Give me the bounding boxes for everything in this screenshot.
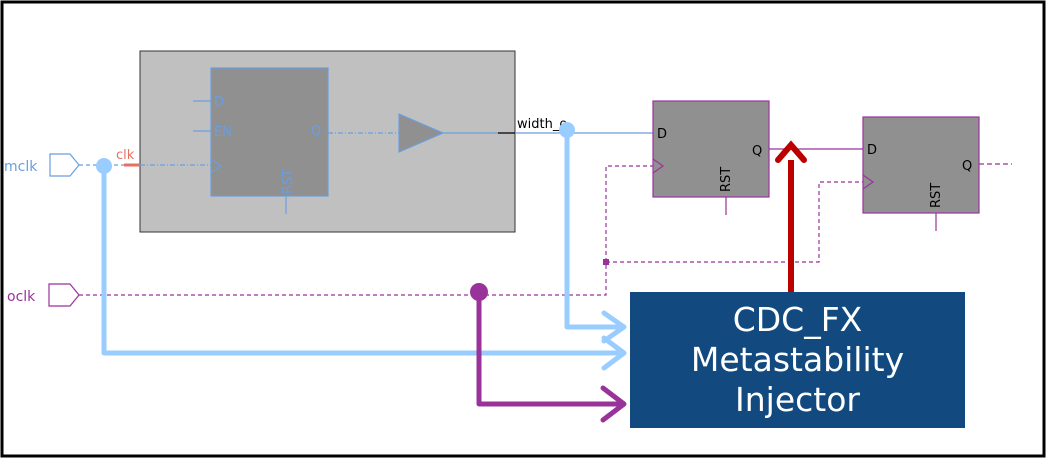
sync-ff1[interactable]	[652, 100, 770, 198]
source-pin-en: EN	[214, 125, 232, 140]
metastability-injector-block[interactable]: CDC_FX Metastability Injector	[630, 292, 965, 428]
ff2-pin-d: D	[867, 143, 877, 158]
injector-line-3: Injector	[735, 380, 860, 419]
width-o-label: width_o	[517, 117, 567, 132]
oclk-port-label: oclk	[7, 289, 36, 305]
ff2-pin-rst: RST	[929, 183, 944, 208]
oclk-to-ff2-wire	[606, 181, 863, 263]
oclk-port-icon[interactable]	[48, 283, 80, 307]
oclk-tap-line	[476, 292, 622, 407]
width-tap-line	[564, 130, 622, 330]
oclk-tap-arrow-icon	[600, 385, 627, 423]
sync-ff2[interactable]	[862, 116, 980, 214]
buffer-icon[interactable]	[398, 113, 445, 153]
oclk-to-ff1-wire	[79, 165, 653, 296]
mclk-tap-arrow-icon	[601, 335, 627, 371]
source-pin-q: Q	[311, 124, 321, 139]
ff1-pin-q: Q	[752, 144, 762, 159]
ff1-clock-pin-icon	[652, 158, 665, 174]
source-register[interactable]	[210, 67, 329, 197]
clk-label: clk	[116, 148, 135, 163]
mclk-tap-line	[101, 166, 622, 356]
mclk-port-icon[interactable]	[49, 153, 80, 177]
injector-line-1: CDC_FX	[732, 300, 863, 339]
mclk-port-label: mclk	[4, 159, 38, 175]
width-tap-arrow-icon	[601, 310, 627, 344]
source-pin-rst: RST	[281, 169, 296, 194]
oclk-junction-icon	[603, 259, 609, 265]
injector-line-2: Metastability	[690, 340, 905, 379]
source-clock-pin-icon	[210, 158, 223, 174]
ff1-pin-rst: RST	[719, 167, 734, 192]
injection-arrow-icon	[775, 140, 807, 163]
ff1-pin-d: D	[657, 127, 667, 142]
ff2-clock-pin-icon	[862, 174, 875, 190]
ff2-pin-q: Q	[962, 159, 972, 174]
source-pin-d: D	[214, 95, 224, 110]
